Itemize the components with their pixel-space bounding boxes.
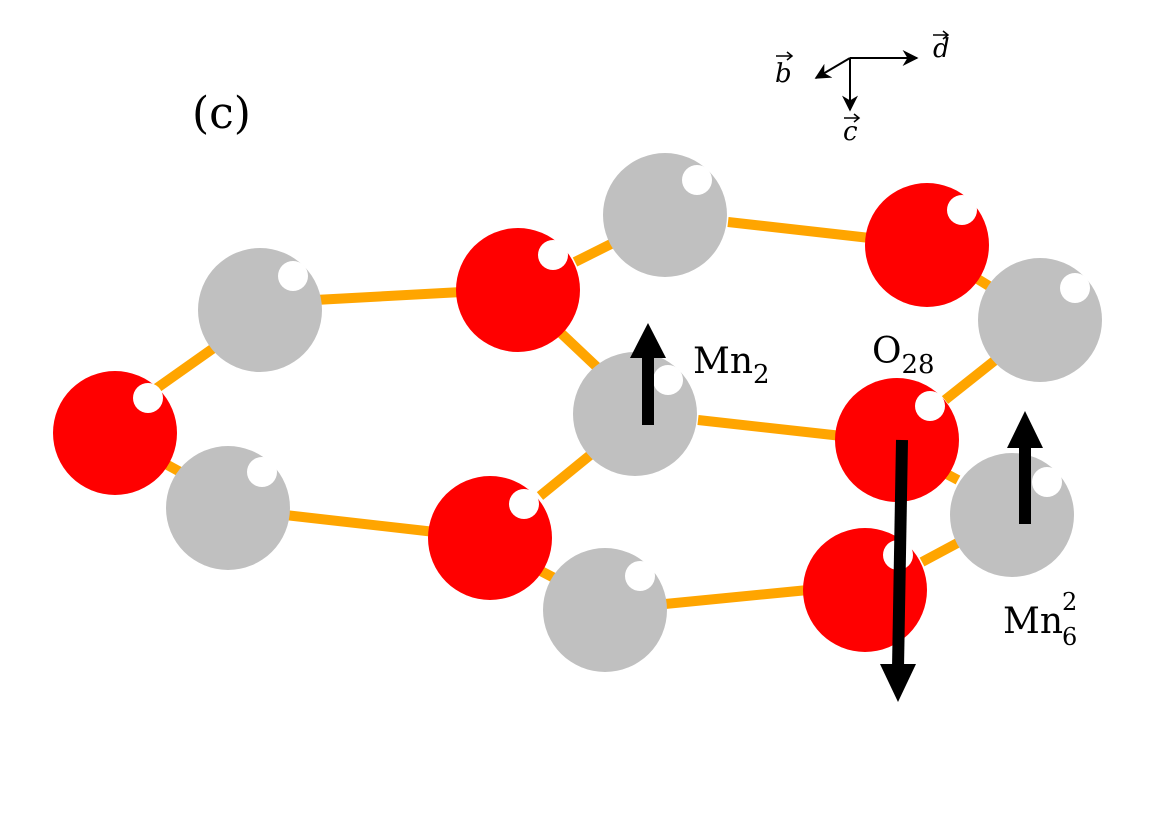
manganese-atom (543, 548, 667, 672)
mn6-spin-up-arrow (1007, 411, 1043, 524)
oxygen-atom (456, 228, 580, 352)
oxygen-atom (865, 183, 989, 307)
c-axis-label: c (843, 117, 858, 147)
manganese-atom (950, 453, 1074, 577)
bond (727, 217, 871, 243)
b-vector-arrow (776, 51, 794, 61)
mn2-label: Mn2 (693, 341, 770, 390)
manganese-atom (978, 258, 1102, 382)
bond (697, 415, 843, 441)
atom-layer (53, 153, 1102, 672)
o28-label: O28 (872, 331, 935, 380)
d-axis-label: d (933, 34, 950, 64)
c-vector-arrow (844, 113, 861, 123)
d-vector-arrow (933, 30, 950, 40)
manganese-atom (573, 352, 697, 476)
manganese-atom (603, 153, 727, 277)
bond (314, 287, 463, 305)
svg-text:Mn: Mn (1003, 601, 1063, 642)
o28-spin-down-arrow (880, 439, 916, 702)
bond (664, 585, 809, 609)
axis-indicator: b c d (775, 30, 950, 147)
manganese-atom (166, 446, 290, 570)
svg-text:6: 6 (1062, 623, 1077, 651)
spin-arrow-layer (630, 323, 1043, 702)
oxygen-atom (53, 371, 177, 495)
mn2-spin-up-arrow (630, 323, 666, 425)
panel-label: (c) (192, 88, 251, 139)
b-axis-label: b (775, 59, 792, 89)
oxygen-atom (803, 528, 927, 652)
oxygen-atom (428, 476, 552, 600)
mn6-label: Mn 2 6 (1003, 588, 1077, 651)
bond (284, 510, 436, 537)
b-axis-arrow (814, 57, 851, 79)
svg-text:2: 2 (1062, 588, 1077, 616)
manganese-atom (198, 248, 322, 372)
